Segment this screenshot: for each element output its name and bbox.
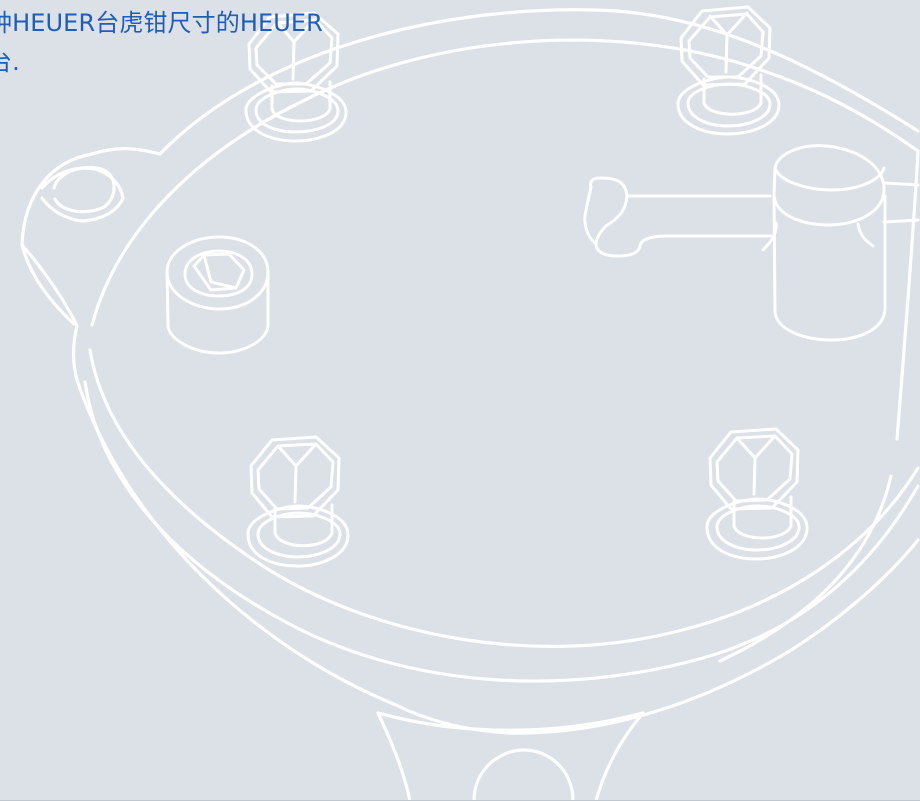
right-body-edge [895,150,920,441]
bottom-flange-right [594,711,645,801]
right-body-shadow [718,474,893,663]
left-side-body [20,243,76,326]
handle-assembly [583,144,920,342]
caption-text: 钟HEUER台虎钳尺寸的HEUER 台. [0,4,378,82]
bottom-flange-hole [472,748,575,801]
bolt-top-left [244,11,348,143]
body-face-rim [83,380,920,683]
caption-line-2: 台. [0,48,20,76]
body-outline-outer [20,8,920,247]
body-side-bottom-right [507,538,920,735]
left-flange [20,243,79,382]
body-face-upper [90,38,920,327]
bottom-flange-left [376,711,412,801]
body-face-lower [88,348,920,648]
bolt-top-right [676,5,781,136]
bolt-bottom-right [705,427,809,561]
socket-screw [165,235,270,355]
bolt-bottom-left [246,435,350,568]
bottom-flange-top [376,711,645,732]
caption-line-1: 钟HEUER台虎钳尺寸的HEUER [0,9,323,37]
body-side-bottom [75,378,511,735]
left-flange-hole [52,165,116,214]
